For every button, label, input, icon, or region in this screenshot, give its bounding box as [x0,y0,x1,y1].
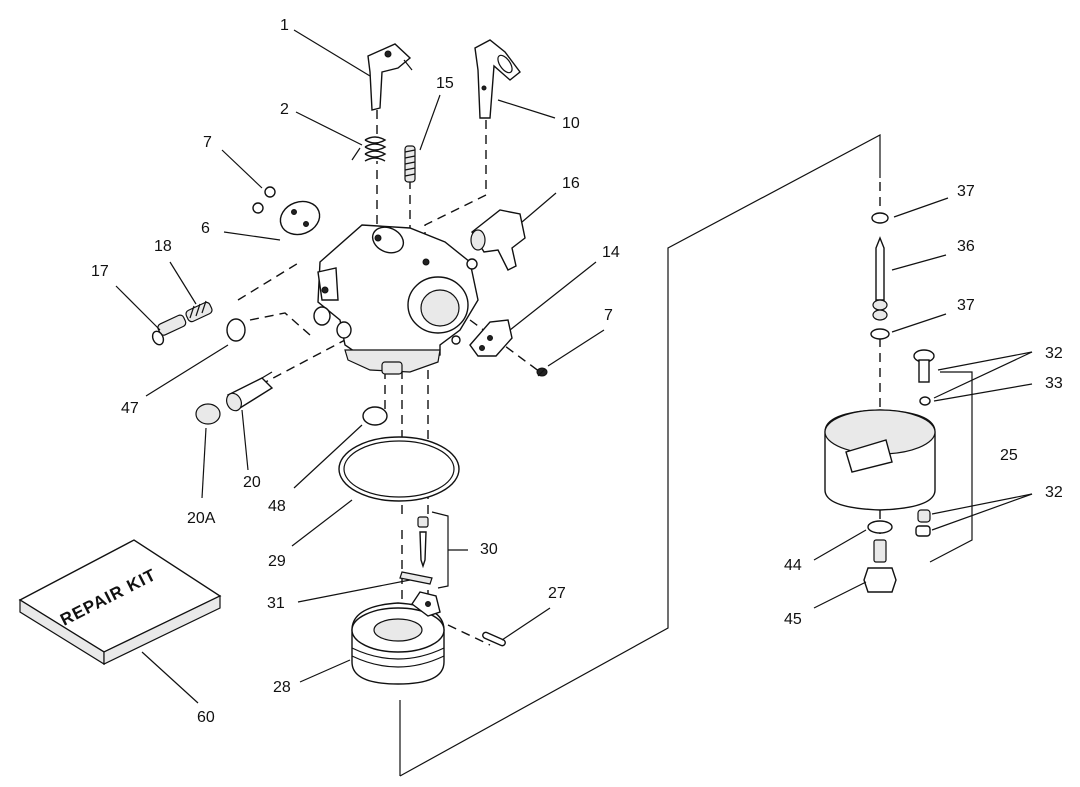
bowl-gasket-part [338,436,460,502]
label-1: 1 [280,17,289,34]
throttle-lever-part [367,43,413,111]
guide-lines-left [237,110,541,646]
label-32-bottom: 32 [1045,484,1063,501]
label-7-top: 7 [203,134,212,151]
label-2: 2 [280,101,289,118]
label-15: 15 [436,75,454,92]
part-labels: 1 2 15 10 7 16 6 18 17 14 7 47 20 20A 48… [91,17,1063,726]
throttle-spring-part [351,136,387,162]
label-37-top: 37 [957,183,975,200]
label-20a: 20A [187,510,216,527]
leader-lines [115,29,1033,704]
label-60: 60 [197,709,215,726]
carburetor-body [313,224,479,375]
assembly-connector-frame [399,134,881,777]
label-32-top: 32 [1045,345,1063,362]
bowl-nut-part [863,539,897,593]
label-31: 31 [267,595,285,612]
label-47: 47 [121,400,139,417]
idle-screw-part [151,314,187,346]
repair-kit-box: REPAIR KIT [18,539,222,666]
screw-part-right [536,367,548,377]
label-29: 29 [268,553,286,570]
idle-spring-part [404,145,416,183]
choke-plate-part [469,319,513,357]
throttle-plate-part [279,200,321,236]
label-25: 25 [1000,447,1018,464]
label-14: 14 [602,244,620,261]
label-45: 45 [784,611,802,628]
bowl-gasket-small-part [871,212,889,224]
label-44: 44 [784,557,802,574]
label-10: 10 [562,115,580,132]
screw-part-top [252,186,276,214]
label-28: 28 [273,679,291,696]
main-jet-part [226,371,274,412]
bowl-screw-part [872,236,888,321]
choke-lever-part [474,39,521,119]
jet-cap-part [195,403,221,425]
label-33: 33 [1045,375,1063,392]
label-7-right: 7 [604,307,613,324]
welch-plug-part [226,318,246,342]
label-48: 48 [268,498,286,515]
label-16: 16 [562,175,580,192]
float-part [351,591,445,685]
bowl-oring-part [870,328,890,340]
label-20: 20 [243,474,261,491]
fuel-inlet-part [470,209,526,271]
drain-washer-part [919,396,931,406]
float-bowl-part [824,409,936,511]
label-18: 18 [154,238,172,255]
drain-plunger-part [913,349,935,383]
needle-clip-part [399,571,433,585]
label-17: 17 [91,263,109,280]
bowl-washer-part [867,520,893,534]
drain-spring-part [915,509,931,537]
label-27: 27 [548,585,566,602]
seal-part [362,406,388,426]
label-36: 36 [957,238,975,255]
label-37-bottom: 37 [957,297,975,314]
inlet-needle-part [417,511,468,589]
float-pin-part [482,631,506,647]
idle-screw-spring-part [185,300,213,323]
assembly-25-bracket [929,371,973,563]
label-6: 6 [201,220,210,237]
label-30: 30 [480,541,498,558]
